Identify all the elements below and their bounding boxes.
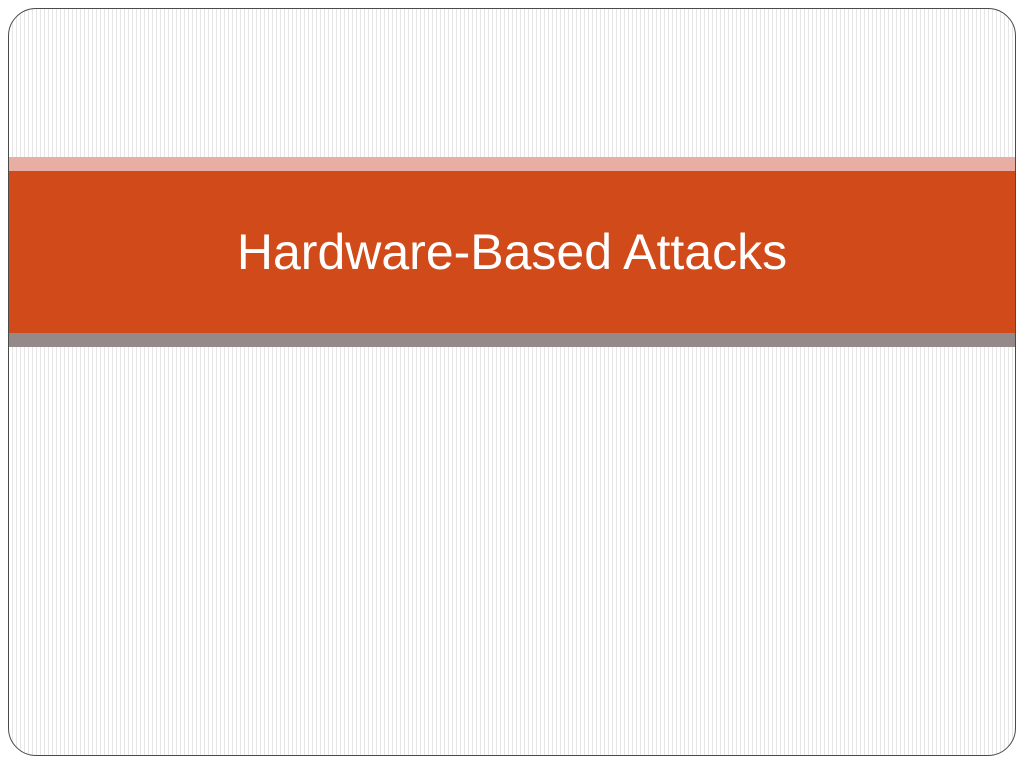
slide-title: Hardware-Based Attacks [236, 224, 788, 280]
accent-band-bottom [9, 333, 1015, 347]
slide-frame: Hardware-Based Attacks [8, 8, 1016, 756]
accent-band-top [9, 157, 1015, 171]
title-band: Hardware-Based Attacks [9, 171, 1015, 333]
